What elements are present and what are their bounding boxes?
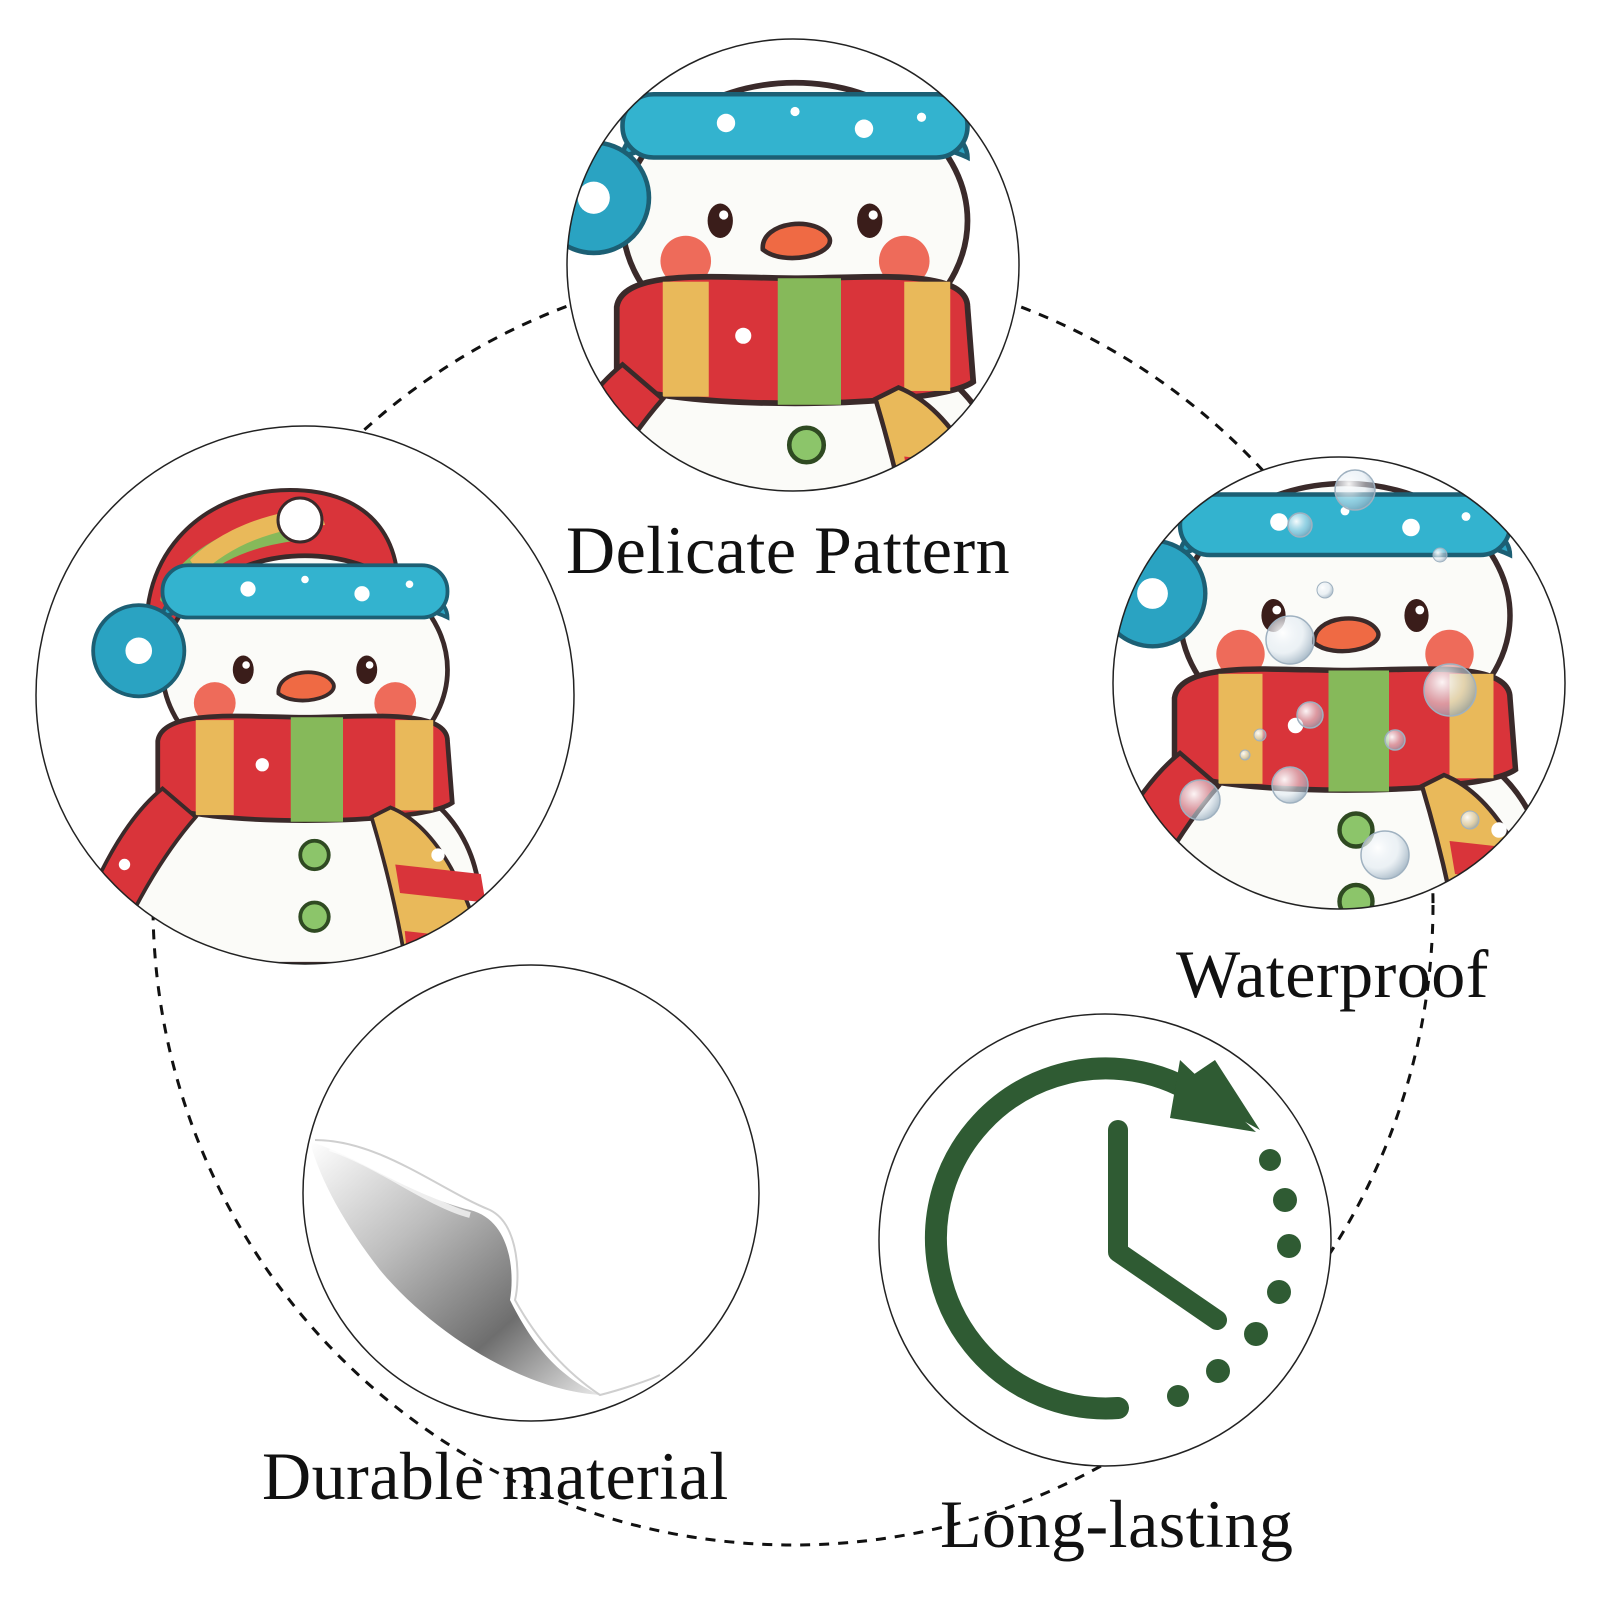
clock-arrow-icon	[924, 1057, 1301, 1420]
waterproof-caption: Waterproof	[1176, 936, 1489, 1012]
dashed-ring	[151, 263, 1435, 1547]
wet-snowman-sticker-icon	[1070, 469, 1598, 984]
water-drops	[1179, 469, 1480, 880]
durable-material-caption: Durable material	[262, 1438, 729, 1514]
long-lasting-caption: Long-lasting	[940, 1486, 1294, 1562]
peeling-sticker-icon	[310, 1139, 661, 1397]
snowman-circle-outline	[35, 425, 575, 965]
delicate-circle-outline	[566, 38, 1020, 492]
durable-circle-outline	[302, 964, 760, 1422]
long-circle-outline	[878, 1013, 1332, 1467]
waterproof-circle-outline	[1112, 456, 1566, 910]
delicate-pattern-caption: Delicate Pattern	[566, 512, 1011, 588]
snowman-full-icon	[67, 487, 523, 988]
